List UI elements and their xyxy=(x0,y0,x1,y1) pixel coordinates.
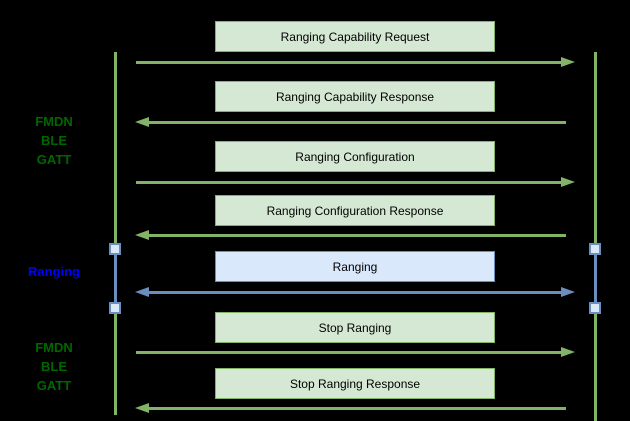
message-label: Ranging xyxy=(332,259,378,274)
side-label-fmdn-ble-gatt-top: FMDN BLE GATT xyxy=(2,112,106,169)
side-label-line: GATT xyxy=(36,152,72,167)
message-box-ranging-configuration: Ranging Configuration xyxy=(215,141,495,172)
message-box-stop-ranging: Stop Ranging xyxy=(215,312,495,343)
message-box-ranging: Ranging xyxy=(215,251,495,282)
message-arrow-right xyxy=(136,180,561,184)
message-label: Stop Ranging xyxy=(318,320,392,335)
message-arrow-left xyxy=(149,120,566,124)
side-label-line: FMDN xyxy=(35,340,73,355)
ranging-segment-handle xyxy=(109,243,121,255)
message-box-stop-ranging-response: Stop Ranging Response xyxy=(215,368,495,399)
side-label-fmdn-ble-gatt-bottom: FMDN BLE GATT xyxy=(2,338,106,395)
message-label: Ranging Capability Response xyxy=(275,89,435,104)
side-label-ranging: Ranging xyxy=(2,262,106,281)
lifeline-right xyxy=(594,52,597,421)
message-arrow-right xyxy=(136,60,561,64)
ranging-segment-handle xyxy=(589,302,601,314)
lifeline-left xyxy=(114,52,117,415)
side-label-line: GATT xyxy=(36,378,72,393)
arrowhead-left-icon xyxy=(135,402,149,413)
side-label-line: BLE xyxy=(41,133,67,148)
lifeline-right-ranging-segment xyxy=(593,249,597,308)
ranging-segment-handle xyxy=(109,302,121,314)
message-box-ranging-configuration-response: Ranging Configuration Response xyxy=(215,195,495,226)
side-label-line: FMDN xyxy=(35,114,73,129)
message-arrow-left xyxy=(149,406,566,410)
lifeline-left-ranging-segment xyxy=(113,249,117,308)
message-arrow-bidirectional xyxy=(149,290,561,294)
arrowhead-right-icon xyxy=(561,56,575,67)
message-label: Ranging Configuration xyxy=(295,149,415,164)
arrowhead-left-icon xyxy=(135,286,149,297)
message-label: Ranging Capability Request xyxy=(280,29,430,44)
message-label: Stop Ranging Response xyxy=(289,376,421,391)
message-box-ranging-capability-request: Ranging Capability Request xyxy=(215,21,495,52)
ranging-segment-handle xyxy=(589,243,601,255)
message-box-ranging-capability-response: Ranging Capability Response xyxy=(215,81,495,112)
arrowhead-left-icon xyxy=(135,229,149,240)
message-label: Ranging Configuration Response xyxy=(266,203,444,218)
message-arrow-right xyxy=(136,350,561,354)
arrowhead-right-icon xyxy=(561,286,575,297)
side-label-line: BLE xyxy=(41,359,67,374)
arrowhead-left-icon xyxy=(135,116,149,127)
arrowhead-right-icon xyxy=(561,176,575,187)
side-label-line: Ranging xyxy=(28,264,80,279)
message-arrow-left xyxy=(149,233,566,237)
arrowhead-right-icon xyxy=(561,346,575,357)
